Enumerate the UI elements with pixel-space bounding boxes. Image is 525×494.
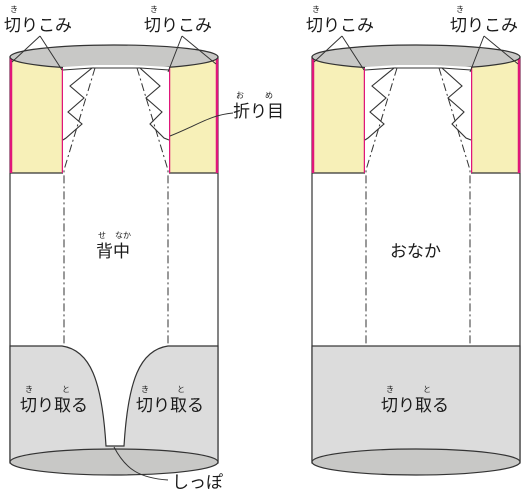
left-cut-label-1: 切りこみ <box>4 16 72 36</box>
left-cutoff-region <box>9 345 219 463</box>
right-cutoff-ruby-to: と <box>423 385 431 394</box>
right-cylinder <box>311 35 521 476</box>
left-leader-cut-1 <box>11 35 63 71</box>
back-ruby-naka: なか <box>115 231 131 240</box>
tail-label: しっぽ <box>172 473 223 493</box>
left-cutoff-ruby-ki-1: き <box>25 385 33 394</box>
left-cutoff-ruby-to-1: と <box>62 385 70 394</box>
left-cutoff-ruby-ki-2: き <box>141 385 149 394</box>
left-cylinder-bottom-ellipse <box>9 448 219 476</box>
back-label: 背中 <box>96 242 130 262</box>
right-cutoff-ruby-ki: き <box>386 385 394 394</box>
left-zigzag-right <box>138 67 170 141</box>
left-zigzag-left <box>62 67 94 141</box>
left-cylinder <box>9 35 234 481</box>
right-flap-right <box>471 57 520 173</box>
right-flap-left <box>312 57 365 173</box>
right-cutoff-region <box>311 345 521 463</box>
left-leader-tail <box>113 446 169 481</box>
right-fold-line-right <box>438 67 471 346</box>
right-cut-ruby-2: き <box>456 5 464 14</box>
right-neck-fold <box>365 65 471 173</box>
left-cut-ruby-2: き <box>150 5 158 14</box>
left-flap-right <box>169 57 218 173</box>
right-leader-cut-2 <box>469 35 519 73</box>
fold-ruby-ori: お <box>236 91 244 100</box>
left-fold-line-left <box>63 67 96 346</box>
left-leader-fold <box>169 112 234 137</box>
right-cutoff-label: 切り取る <box>381 396 449 416</box>
left-cut-label-2: 切りこみ <box>144 16 212 36</box>
right-leader-cut-1 <box>313 35 365 71</box>
left-cutoff-label-2: 切り取る <box>136 396 204 416</box>
right-cut-label-1: 切りこみ <box>306 16 374 36</box>
fold-label: 折り目 <box>233 102 284 122</box>
fold-ruby-me: め <box>265 91 273 100</box>
left-flap-left <box>10 57 63 173</box>
right-zigzag-left <box>364 67 396 141</box>
left-cutoff-label-1: 切り取る <box>20 396 88 416</box>
left-cut-ruby-1: き <box>10 5 18 14</box>
right-cut-label-2: 切りこみ <box>450 16 518 36</box>
left-cutoff-ruby-to-2: と <box>177 385 185 394</box>
left-fold-line-right <box>136 67 169 346</box>
left-neck-fold <box>63 65 169 173</box>
belly-label: おなか <box>390 242 441 262</box>
right-fold-line-left <box>365 67 398 346</box>
left-leader-cut-2 <box>167 35 217 73</box>
right-zigzag-right <box>440 67 472 141</box>
right-cut-ruby-1: き <box>312 5 320 14</box>
back-ruby-se: せ <box>98 231 106 240</box>
right-cylinder-bottom-ellipse <box>311 448 521 476</box>
